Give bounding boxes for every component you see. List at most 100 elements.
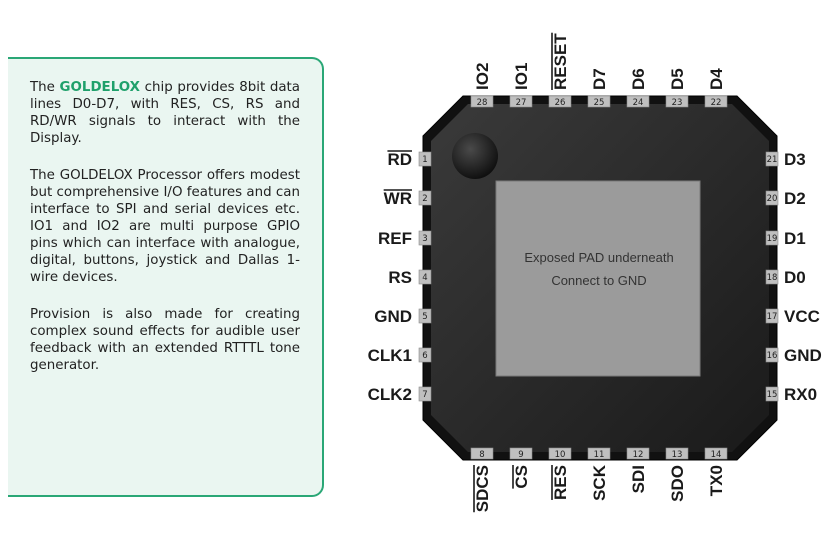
pad-label-line1: Exposed PAD underneath xyxy=(524,250,673,265)
pin-number: 4 xyxy=(422,273,427,283)
pin-3-ref: 3 REF xyxy=(378,229,432,248)
pin-number: 13 xyxy=(672,450,683,460)
pin-pad xyxy=(765,151,779,167)
pin-pad xyxy=(587,447,611,460)
pin-label: D4 xyxy=(707,68,726,90)
pin-label: SDO xyxy=(668,465,687,502)
pin-pad xyxy=(765,269,779,285)
pin-pad xyxy=(704,95,728,108)
pin-number: 25 xyxy=(594,98,605,108)
pin-pad xyxy=(626,95,650,108)
pin-15-rx0: 15 RX0 xyxy=(765,385,817,404)
pin-6-clk1: 6 CLK1 xyxy=(368,346,432,365)
pin-number: 24 xyxy=(633,98,644,108)
description-paragraph-3: Provision is also made for creating comp… xyxy=(30,307,300,373)
pin-pad xyxy=(509,447,533,460)
pin-number: 14 xyxy=(711,450,722,460)
pin-pad xyxy=(418,151,432,167)
pin-pad xyxy=(626,447,650,460)
pin-18-d0: 18 D0 xyxy=(765,268,806,287)
description-panel: The GOLDELOX chip provides 8bit data lin… xyxy=(8,57,324,497)
pin-label: D5 xyxy=(668,68,687,90)
pin-20-d2: 20 D2 xyxy=(765,189,806,208)
pin-label: CLK2 xyxy=(368,385,412,404)
pin-number: 20 xyxy=(767,194,778,204)
pin-number: 1 xyxy=(422,155,427,165)
pin-number: 11 xyxy=(594,450,605,460)
pin-number: 10 xyxy=(555,450,566,460)
pin-label: RD xyxy=(387,150,412,169)
pin-label: SCK xyxy=(590,464,609,501)
exposed-pad xyxy=(495,180,701,377)
pin-label: CS xyxy=(512,465,531,489)
pin-22-d4: 22 D4 xyxy=(704,68,728,108)
pin-27-io1: 27 IO1 xyxy=(509,63,533,108)
pin-number: 16 xyxy=(767,351,778,361)
pin-label: GND xyxy=(784,346,822,365)
description-paragraph-2: The GOLDELOX Processor offers modest but… xyxy=(30,168,300,285)
pin-label: D2 xyxy=(784,189,806,208)
pin-label: CLK1 xyxy=(368,346,412,365)
p1-text-start: The xyxy=(30,80,60,95)
pin-pad xyxy=(704,447,728,460)
pin-label: D0 xyxy=(784,268,806,287)
pin-9-cs: 9CS xyxy=(509,447,533,489)
pin-number: 18 xyxy=(767,273,778,283)
pin-pad xyxy=(665,95,689,108)
pin1-marker-dot xyxy=(452,133,498,179)
pin-pad xyxy=(548,95,572,108)
pin-pad xyxy=(418,269,432,285)
pin-label: RS xyxy=(388,268,412,287)
pin-label: IO1 xyxy=(512,63,531,90)
pin-pad xyxy=(765,190,779,206)
pin-number: 19 xyxy=(767,234,778,244)
pin-number: 17 xyxy=(767,312,778,322)
pin-label: RESET xyxy=(551,33,570,90)
pin-label: D3 xyxy=(784,150,806,169)
pin-pad xyxy=(418,347,432,363)
pin-label: RX0 xyxy=(784,385,817,404)
pin-number: 21 xyxy=(767,155,778,165)
pin-number: 12 xyxy=(633,450,644,460)
pin-pad xyxy=(470,447,494,460)
pin-7-clk2: 7 CLK2 xyxy=(368,385,432,404)
pin-pad xyxy=(418,308,432,324)
goldelox-highlight: GOLDELOX xyxy=(59,80,140,95)
pin-2-wr: 2 WR xyxy=(383,189,432,208)
pin-number: 15 xyxy=(767,390,778,400)
pin-pad xyxy=(587,95,611,108)
pin-pad xyxy=(765,386,779,402)
pin-pad xyxy=(665,447,689,460)
pin-number: 6 xyxy=(422,351,427,361)
pin-label: WR xyxy=(384,189,412,208)
pin-label: RES xyxy=(551,465,570,500)
pin-number: 2 xyxy=(422,194,427,204)
pin-number: 22 xyxy=(711,98,722,108)
pin-number: 7 xyxy=(422,390,427,400)
pin-number: 23 xyxy=(672,98,683,108)
pin-label: VCC xyxy=(784,307,820,326)
pin-21-d3: 21 D3 xyxy=(765,150,806,169)
pin-19-d1: 19 D1 xyxy=(765,229,806,248)
pin-4-rs: 4 RS xyxy=(388,268,432,287)
pin-pad xyxy=(418,190,432,206)
pin-number: 27 xyxy=(516,98,527,108)
description-paragraph-1: The GOLDELOX chip provides 8bit data lin… xyxy=(30,79,300,147)
pin-23-d5: 23 D5 xyxy=(665,68,689,108)
pad-label-line2: Connect to GND xyxy=(551,273,646,288)
pin-number: 28 xyxy=(477,98,488,108)
pin-1-rd: 1 RD xyxy=(387,150,432,169)
pin-label: REF xyxy=(378,229,412,248)
pin-label: D1 xyxy=(784,229,806,248)
pin-pad xyxy=(548,447,572,460)
pin-number: 8 xyxy=(479,450,484,460)
pin-number: 3 xyxy=(422,234,427,244)
pin-label: D7 xyxy=(590,68,609,90)
